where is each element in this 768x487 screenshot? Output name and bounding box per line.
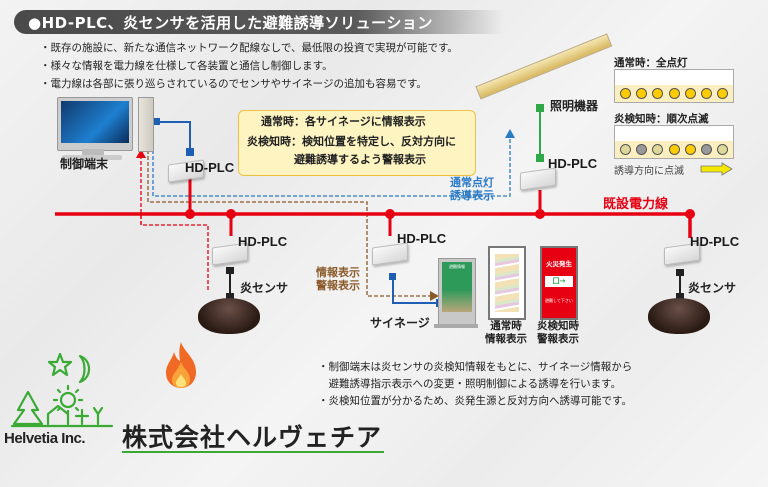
- hdplc-label: HD-PLC: [185, 160, 235, 175]
- fire-alert-text: 火災発生: [546, 260, 572, 268]
- logo-underline: [122, 451, 384, 453]
- signage-label: サイネージ: [370, 316, 430, 330]
- connector: [676, 269, 684, 276]
- connector: [676, 293, 684, 300]
- monitor-screen: [61, 101, 129, 143]
- led-on: [668, 144, 680, 155]
- led-off: [636, 144, 648, 155]
- legend-normal-box: [614, 69, 734, 103]
- lighting-signal-label: 通常点灯 誘導表示: [450, 176, 494, 202]
- blue-dashed-link: [152, 136, 511, 197]
- junction-dot: [685, 209, 695, 219]
- connector: [389, 273, 396, 280]
- company-logo-icon: [10, 352, 114, 428]
- blue-cable: [157, 121, 191, 150]
- info-line: 通常時：各サイネージに情報表示: [261, 115, 426, 128]
- led-on: [620, 88, 632, 99]
- connector: [226, 293, 234, 300]
- led-on: [652, 88, 664, 99]
- junction-dot: [226, 209, 236, 219]
- legend-fire-title: 炎検知時：順次点滅: [614, 113, 709, 125]
- connector: [186, 148, 194, 156]
- flame-sensor-label: 炎センサ: [688, 281, 737, 295]
- brown-arrowhead: [430, 291, 439, 301]
- footer-bullet: ・制御端末は炎センサの炎検知情報をもとに、サイネージ情報から: [318, 361, 633, 373]
- red-dashed-link: [140, 215, 209, 290]
- header-bullet: ・既存の施設に、新たな通信ネットワーク配線なしで、最低限の投資で実現が可能です。: [40, 42, 458, 54]
- exit-arrow-text: 囗→: [545, 276, 573, 287]
- evacuate-text: 避難して下さい: [545, 298, 573, 303]
- blue-arrowhead: [505, 129, 515, 138]
- led-dim: [620, 144, 632, 155]
- led-on: [700, 88, 712, 99]
- monitor-stand: [82, 149, 104, 155]
- signage-base: [434, 324, 478, 328]
- keyboard: [62, 155, 122, 160]
- led-row-fire: [615, 141, 733, 158]
- led-on: [684, 88, 696, 99]
- header-bullet: ・電力線は各部に張り巡らされているのでセンサやサイネージの追加も容易です。: [40, 78, 427, 90]
- led-on: [636, 88, 648, 99]
- flame-sensor: [648, 298, 710, 334]
- connector: [226, 267, 234, 274]
- led-on: [684, 144, 696, 155]
- legend-normal-title: 通常時：全点灯: [614, 57, 688, 69]
- connector: [153, 118, 160, 125]
- brown-dashed-link: [147, 150, 430, 297]
- signage-screen-title: 避難情報: [449, 264, 465, 269]
- header-bullet: ・様々な情報を電力線を仕様して各装置と通信し制御します。: [40, 60, 333, 72]
- info-line: 炎検知時：検知位置を特定し、反対方向に: [247, 135, 456, 148]
- junction-dot: [185, 209, 195, 219]
- arrow-right-icon: [700, 162, 733, 176]
- sign-fire-caption: 炎検知時 警報表示: [537, 320, 579, 345]
- footer-bullet: ・炎検知位置が分かるため、炎発生源と反対方向へ誘導可能です。: [318, 395, 632, 407]
- hdplc-label: HD-PLC: [397, 231, 447, 246]
- led-row-normal: [615, 85, 733, 102]
- led-dim: [716, 144, 728, 155]
- junction-dot: [535, 209, 545, 219]
- red-arrowhead: [136, 149, 146, 158]
- connector: [536, 154, 544, 162]
- lighting-label: 照明機器: [550, 99, 599, 113]
- led-on: [668, 88, 680, 99]
- digital-signage: 避難情報: [438, 258, 476, 326]
- footer-bullet: 避難誘導指示表示への変更・照明制御による誘導を行います。: [318, 378, 622, 390]
- sign-fire-display: 火災発生 囗→ 避難して下さい: [540, 246, 578, 320]
- info-box: 通常時：各サイネージに情報表示 炎検知時：検知位置を特定し、反対方向に 避難誘導…: [238, 110, 476, 176]
- flame-sensor: [198, 298, 260, 334]
- power-line-label: 既設電力線: [603, 197, 669, 212]
- led-on: [716, 88, 728, 99]
- info-line: 避難誘導するよう警報表示: [294, 153, 426, 166]
- company-name-jp: 株式会社ヘルヴェチア: [122, 423, 383, 452]
- blue-cable: [392, 276, 440, 304]
- connector: [536, 104, 544, 112]
- led-dim: [652, 144, 664, 155]
- sign-normal-caption: 通常時 情報表示: [485, 320, 527, 345]
- flame-sensor-label: 炎センサ: [240, 281, 289, 295]
- signage-signal-label: 情報表示 警報表示: [316, 266, 360, 292]
- legend-fire-box: [614, 125, 734, 159]
- direction-label: 誘導方向に点滅: [614, 166, 684, 177]
- sign-normal-display: [488, 246, 526, 320]
- company-name-en: Helvetia Inc.: [4, 430, 86, 447]
- fire-icon: [166, 342, 196, 388]
- junction-dot: [385, 209, 395, 219]
- title-bar: [14, 10, 504, 34]
- floor-map: [495, 254, 519, 312]
- hdplc-label: HD-PLC: [548, 156, 598, 171]
- page-title: ●HD-PLC、炎センサを活用した避難誘導ソリューション: [28, 14, 433, 32]
- monitor: [57, 97, 133, 151]
- hdplc-label: HD-PLC: [690, 234, 740, 249]
- led-off: [700, 144, 712, 155]
- pc-tower: [138, 97, 154, 152]
- hdplc-label: HD-PLC: [238, 234, 288, 249]
- signage-screen: [442, 262, 472, 312]
- control-terminal-label: 制御端末: [60, 157, 109, 171]
